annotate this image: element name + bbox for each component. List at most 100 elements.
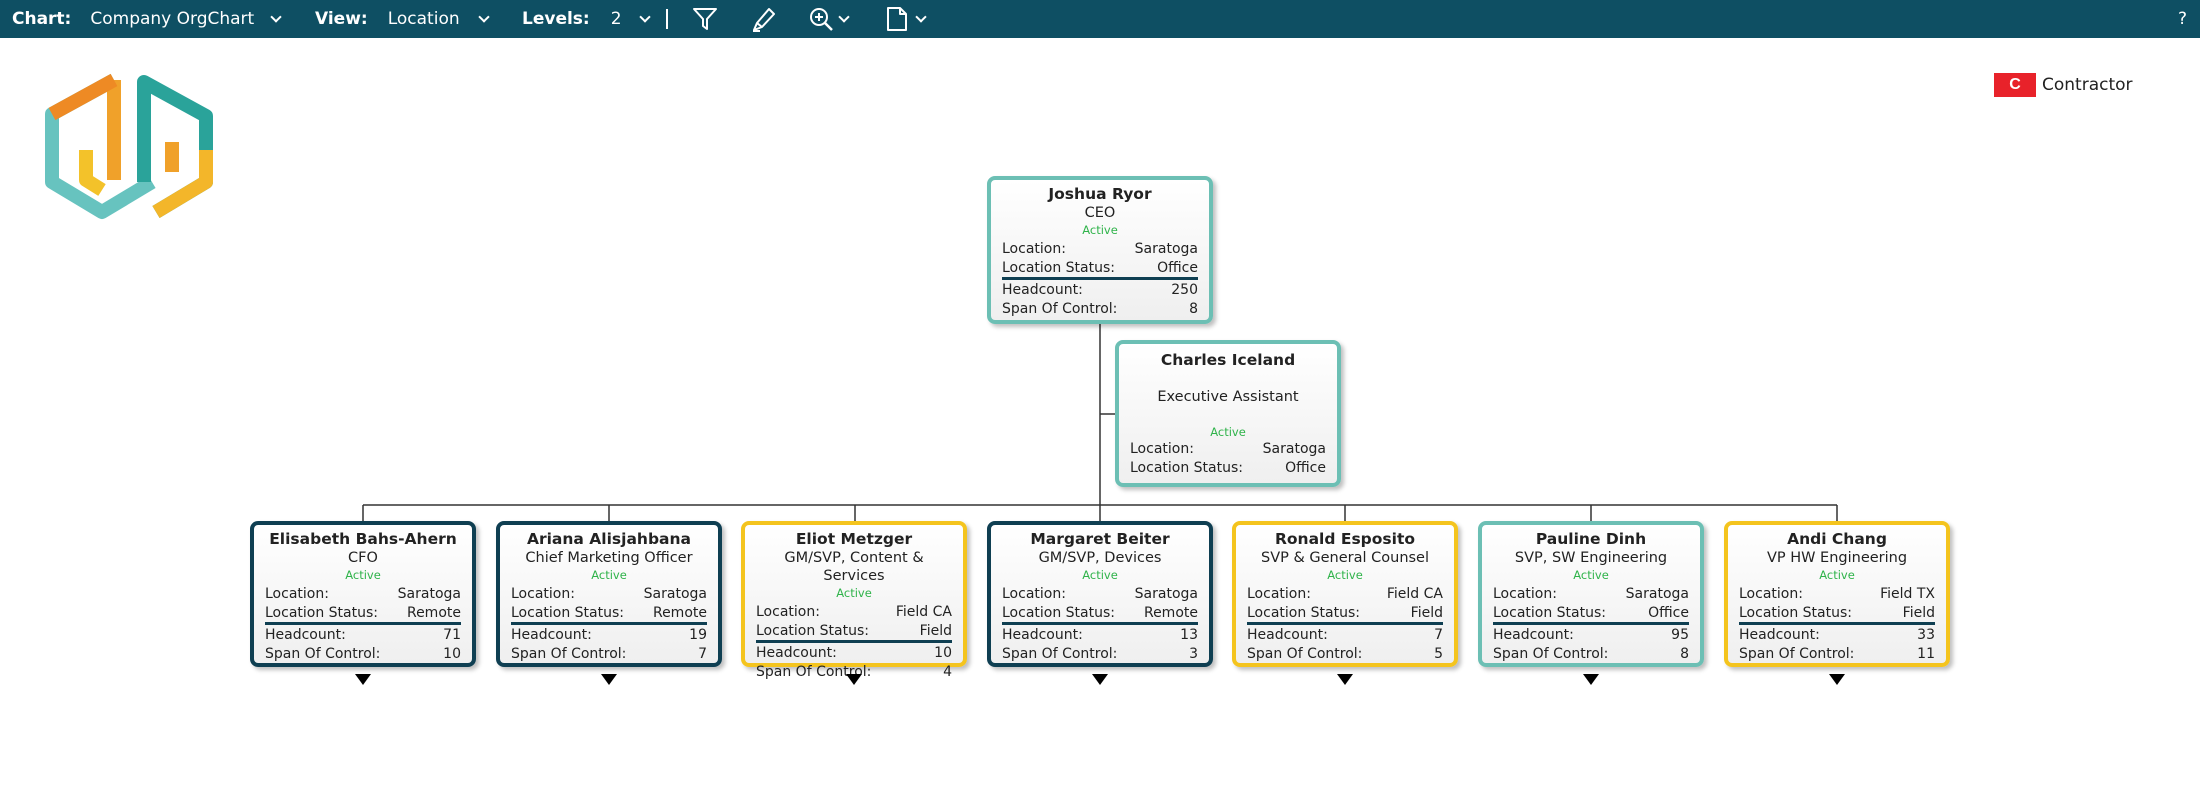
span-row: Span Of Control:5	[1247, 645, 1443, 662]
location-status-value: Office	[1648, 604, 1689, 621]
levels-value: 2	[610, 9, 622, 29]
person-title: VP HW Engineering	[1766, 550, 1908, 566]
person-name: Joshua Ryor	[1048, 185, 1152, 203]
location-value: Saratoga	[397, 586, 461, 602]
status-badge: Active	[1573, 568, 1609, 582]
location-status-row: Location Status:Office	[1002, 259, 1198, 280]
status-badge: Active	[1210, 425, 1246, 439]
view-value: Location	[387, 9, 460, 29]
location-status-value: Field	[1902, 604, 1935, 621]
export-menu[interactable]	[886, 0, 927, 38]
headcount-value: 7	[1434, 627, 1443, 643]
zoom-in-icon	[810, 8, 833, 31]
person-title: Chief Marketing Officer	[525, 550, 693, 566]
filter-icon[interactable]	[692, 0, 718, 38]
location-status-value: Office	[1285, 459, 1326, 476]
location-value: Field CA	[895, 604, 952, 620]
span-value: 7	[698, 645, 707, 662]
location-value: Saratoga	[643, 586, 707, 602]
headcount-value: 71	[443, 627, 461, 643]
expand-arrow-icon[interactable]	[601, 674, 617, 685]
location-status-value: Remote	[652, 604, 707, 621]
location-value: Saratoga	[1134, 586, 1198, 602]
headcount-row: Headcount:250	[1002, 282, 1198, 298]
location-status-row: Location Status:Remote	[511, 604, 707, 625]
zoom-menu[interactable]	[808, 0, 850, 38]
location-row: Location:Saratoga	[1493, 586, 1689, 602]
org-card-ceo[interactable]: Joshua Ryor CEO Active Location:Saratoga…	[987, 176, 1213, 324]
headcount-row: Headcount:95	[1493, 627, 1689, 643]
location-status-row: Location Status:Office	[1493, 604, 1689, 625]
location-row: Location:Field CA	[756, 604, 952, 620]
location-status-value: Field	[919, 622, 952, 639]
location-row: Location:Field TX	[1739, 586, 1935, 602]
person-name: Eliot Metzger	[795, 530, 913, 548]
location-status-row: Location Status:Field	[756, 622, 952, 643]
view-selector[interactable]: View: Location	[315, 0, 490, 38]
view-label: View:	[315, 9, 368, 29]
expand-arrow-icon[interactable]	[355, 674, 371, 685]
person-name: Ariana Alisjahbana	[526, 530, 691, 548]
span-value: 10	[443, 645, 461, 662]
highlighter-icon[interactable]	[750, 0, 778, 38]
status-badge: Active	[345, 568, 381, 582]
expand-arrow-icon[interactable]	[846, 674, 862, 685]
chart-value: Company OrgChart	[90, 9, 255, 29]
headcount-row: Headcount:13	[1002, 627, 1198, 643]
location-status-row: Location Status:Remote	[1002, 604, 1198, 625]
location-status-value: Remote	[1143, 604, 1198, 621]
headcount-value: 33	[1917, 627, 1935, 643]
location-status-value: Remote	[406, 604, 461, 621]
chart-selector[interactable]: Chart: Company OrgChart	[12, 0, 282, 38]
span-value: 4	[943, 663, 952, 680]
headcount-value: 95	[1671, 627, 1689, 643]
location-row: Location:Saratoga	[1002, 586, 1198, 602]
expand-arrow-icon[interactable]	[1829, 674, 1845, 685]
levels-label: Levels:	[522, 9, 590, 29]
person-title: Executive Assistant	[1157, 389, 1299, 405]
location-status-value: Office	[1157, 259, 1198, 276]
location-row: Location:Field CA	[1247, 586, 1443, 602]
document-icon	[887, 7, 907, 31]
org-card-assistant[interactable]: Charles Iceland Executive Assistant Acti…	[1115, 340, 1341, 487]
status-badge: Active	[591, 568, 627, 582]
person-title: SVP, SW Engineering	[1514, 550, 1668, 566]
location-value: Saratoga	[1262, 441, 1326, 457]
location-row: Location:Saratoga	[265, 586, 461, 602]
span-row: Span Of Control:3	[1002, 645, 1198, 662]
headcount-row: Headcount:33	[1739, 627, 1935, 643]
person-name: Pauline Dinh	[1535, 530, 1647, 548]
expand-arrow-icon[interactable]	[1583, 674, 1599, 685]
span-row: Span Of Control:8	[1493, 645, 1689, 662]
headcount-row: Headcount:71	[265, 627, 461, 643]
expand-arrow-icon[interactable]	[1092, 674, 1108, 685]
expand-arrow-icon[interactable]	[1337, 674, 1353, 685]
span-row: Span Of Control:11	[1739, 645, 1935, 662]
toolbar-divider	[666, 9, 668, 29]
person-title: SVP & General Counsel	[1260, 550, 1430, 566]
company-logo	[44, 72, 216, 226]
headcount-row: Headcount:19	[511, 627, 707, 643]
legend: C Contractor	[1994, 73, 2133, 97]
person-name: Elisabeth Bahs-Ahern	[269, 530, 457, 548]
levels-selector[interactable]: Levels: 2	[522, 0, 651, 38]
person-name: Charles Iceland	[1160, 351, 1296, 369]
span-value: 8	[1189, 300, 1198, 317]
span-value: 11	[1917, 645, 1935, 662]
location-status-row: Location Status:Remote	[265, 604, 461, 625]
person-title: GM/SVP, Content & Services	[784, 550, 924, 584]
span-row: Span Of Control:10	[265, 645, 461, 662]
status-badge: Active	[836, 586, 872, 600]
help-button[interactable]: ?	[2178, 0, 2187, 38]
location-status-row: Location Status:Office	[1130, 459, 1326, 476]
headcount-row: Headcount:7	[1247, 627, 1443, 643]
person-title: GM/SVP, Devices	[1038, 550, 1162, 566]
